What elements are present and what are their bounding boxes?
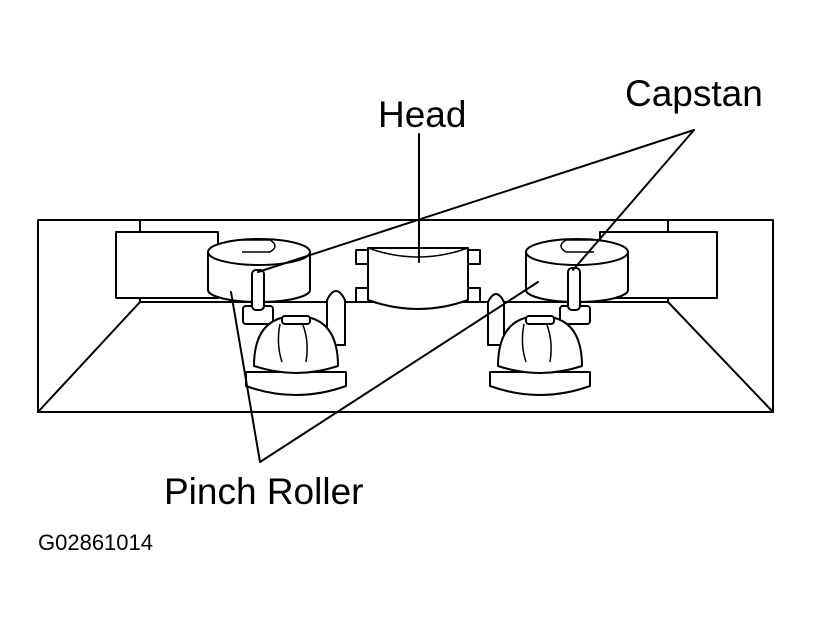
capstan-leader-line-left — [257, 129, 695, 273]
figure-code: G02861014 — [38, 530, 153, 555]
head-label: Head — [378, 94, 466, 135]
left-guide-post — [326, 290, 346, 346]
pinch-roller-leader-line-left — [230, 291, 261, 463]
right-guide-post — [487, 293, 505, 346]
pinch-roller-label: Pinch Roller — [164, 471, 363, 512]
left-tape-guide — [115, 231, 219, 299]
left-reel-spindle — [245, 315, 347, 396]
left-capstan — [242, 269, 274, 325]
right-capstan — [559, 267, 591, 325]
capstan-leader-line-right — [572, 129, 695, 271]
right-reel-spindle — [489, 315, 591, 396]
leader-lines — [230, 129, 695, 463]
pinch-roller-leader-line-right — [259, 281, 539, 463]
capstan-label: Capstan — [625, 73, 763, 114]
tape-head — [355, 247, 481, 310]
